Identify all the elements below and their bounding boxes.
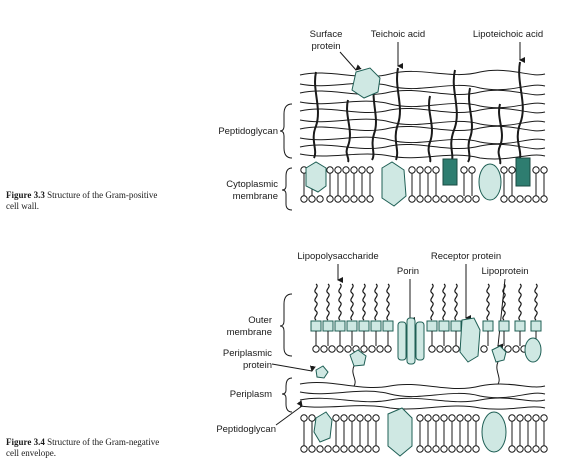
- outer-membrane-outer-leaflet: [310, 320, 542, 332]
- arrow-peptidoglycan-negative: [275, 400, 303, 426]
- lipoteichoic-anchor-2: [515, 157, 531, 187]
- brace-outer-membrane: [279, 293, 293, 357]
- brace-periplasm: [281, 377, 293, 413]
- inner-membrane-protein-2: [387, 407, 413, 457]
- inner-membrane-tails: [303, 421, 545, 446]
- figure-3-4-text-2: cell envelope.: [6, 448, 56, 458]
- teichoic-acid-strands: [312, 67, 503, 165]
- label-lipoprotein: Lipoprotein: [481, 266, 528, 277]
- gram-positive-diagram: Surface protein Teichoic acid Lipoteicho…: [218, 29, 548, 211]
- label-periplasm: Periplasm: [230, 389, 272, 400]
- membrane-protein-1: [305, 161, 327, 193]
- label-outer-1: Outer: [248, 315, 272, 326]
- figure-3-3-label: Figure 3.3: [6, 190, 45, 200]
- cytoplasmic-membrane: [300, 161, 548, 207]
- label-surface-protein-2: protein: [311, 41, 340, 52]
- label-periplasmic-2: protein: [243, 360, 272, 371]
- membrane-protein-2: [381, 161, 407, 207]
- inner-membrane-upper-leaflet: [300, 414, 548, 422]
- periplasmic-protein-tether: [352, 365, 356, 387]
- membrane-lower-leaflet: [300, 195, 548, 203]
- label-peptidoglycan-negative: Peptidoglycan: [216, 424, 276, 435]
- label-porin: Porin: [397, 266, 419, 277]
- label-teichoic-acid: Teichoic acid: [371, 29, 425, 40]
- arrow-lipoprotein: [497, 278, 506, 350]
- label-lipopolysaccharide: Lipopolysaccharide: [297, 251, 378, 262]
- label-surface-protein-1: Surface: [310, 29, 343, 40]
- periplasmic-protein-free: [315, 365, 329, 379]
- gram-negative-diagram: Lipopolysaccharide Porin Receptor protei…: [216, 251, 548, 457]
- membrane-tails: [303, 173, 545, 196]
- peptidoglycan-layer-negative: [299, 381, 546, 410]
- lipoprotein-shape: [491, 345, 507, 363]
- label-cytoplasmic-2: membrane: [233, 191, 278, 202]
- inner-membrane-protein-3: [481, 411, 507, 453]
- peptidoglycan-layer-positive: [299, 69, 546, 160]
- lipoteichoic-anchor-1: [442, 158, 458, 186]
- figure-3-4-text: Structure of the Gram-negative: [47, 437, 160, 447]
- periplasmic-protein-shape: [349, 349, 367, 367]
- label-outer-2: membrane: [227, 327, 272, 338]
- label-lipoteichoic-acid: Lipoteichoic acid: [473, 29, 543, 40]
- label-receptor-protein: Receptor protein: [431, 251, 501, 262]
- lipoprotein-tether: [496, 361, 500, 385]
- lipoteichoic-strand-2: [516, 61, 524, 159]
- label-cytoplasmic-1: Cytoplasmic: [226, 179, 278, 190]
- arrow-periplasmic-protein: [271, 363, 316, 372]
- inner-membrane-protein-1: [313, 411, 333, 443]
- figure-3-3-text: Structure of the Gram-positive: [47, 190, 158, 200]
- membrane-upper-leaflet: [300, 166, 548, 174]
- outer-membrane-tails: [315, 331, 537, 346]
- arrow-surface-protein: [339, 51, 362, 71]
- figure-3-3-caption: Figure 3.3 Structure of the Gram-positiv…: [6, 190, 186, 212]
- brace-peptidoglycan-positive: [279, 103, 293, 159]
- receptor-protein-shape: [459, 317, 481, 363]
- figure-3-4-caption: Figure 3.4 Structure of the Gram-negativ…: [6, 437, 186, 459]
- inner-membrane-lower-leaflet: [300, 445, 548, 453]
- figure-3-4-label: Figure 3.4: [6, 437, 45, 447]
- inner-membrane: [300, 407, 548, 457]
- brace-cytoplasmic: [281, 167, 293, 211]
- label-peptidoglycan-positive: Peptidoglycan: [218, 126, 278, 137]
- figure-3-3-text-2: cell wall.: [6, 201, 39, 211]
- label-periplasmic-1: Periplasmic: [223, 348, 272, 359]
- porin-protein: [397, 317, 425, 365]
- lipopolysaccharide-chains: [314, 283, 538, 321]
- outer-membrane-protein-right: [524, 337, 542, 363]
- membrane-protein-3: [478, 163, 502, 201]
- surface-protein-shape: [351, 67, 381, 99]
- lipoteichoic-strand-1: [450, 69, 458, 161]
